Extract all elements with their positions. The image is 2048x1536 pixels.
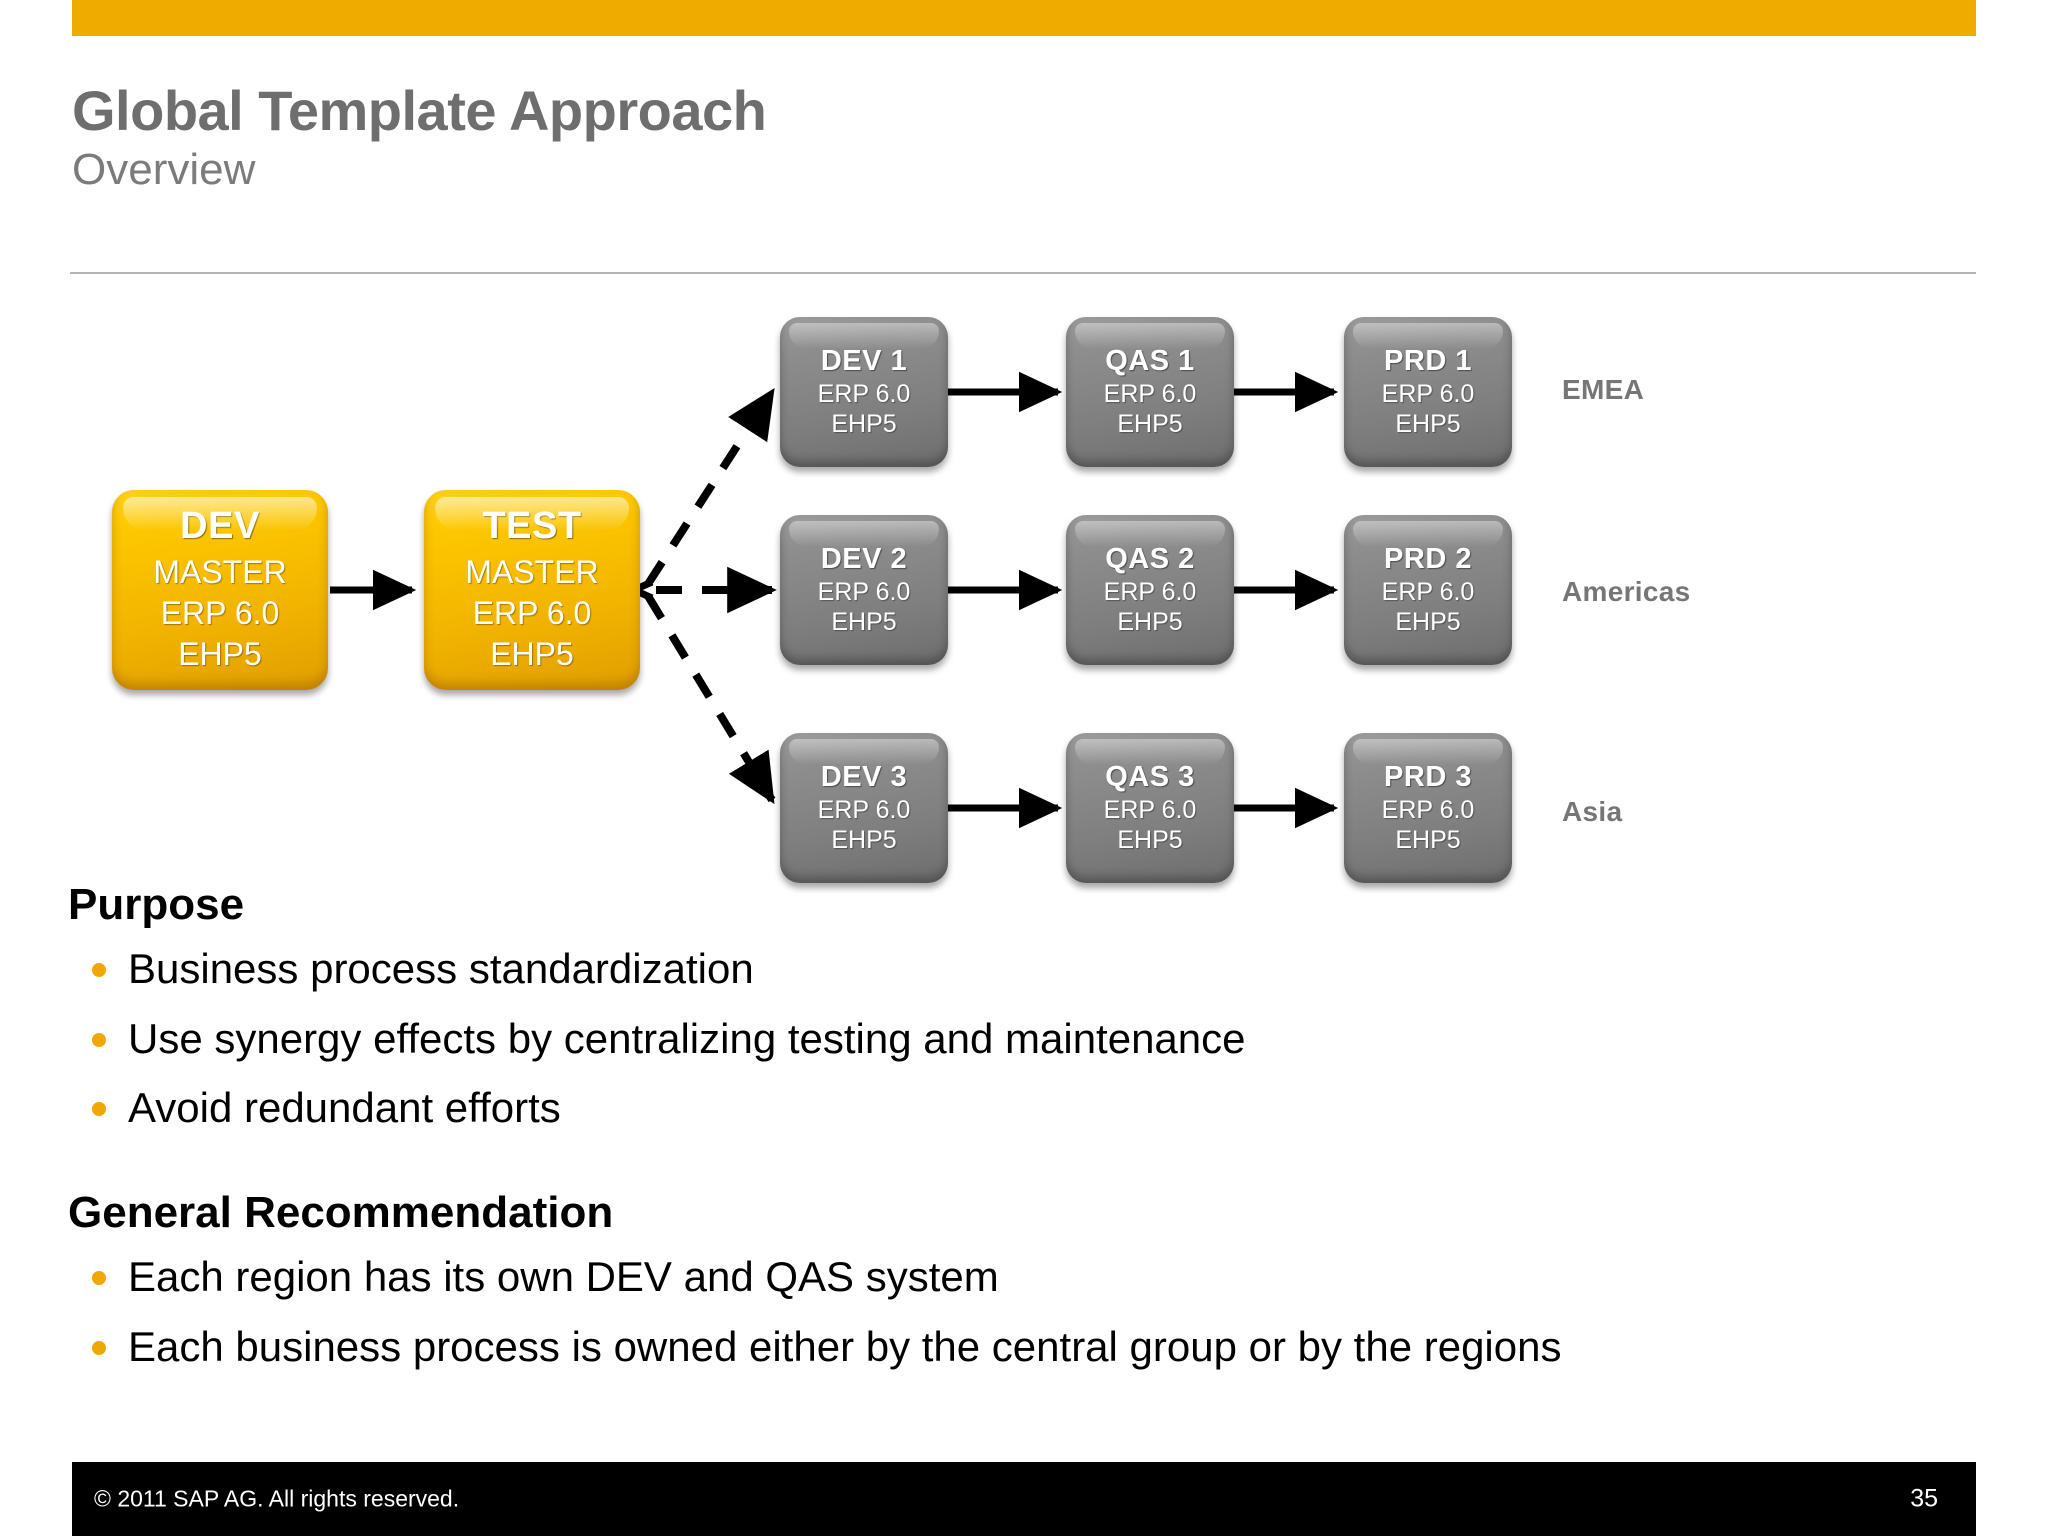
node-title: PRD 2 xyxy=(1384,542,1472,575)
node-line2: ERP 6.0 xyxy=(1381,379,1475,408)
bullet-text: Each business process is owned either by… xyxy=(128,1322,1562,1370)
node-qas-3[interactable]: QAS 3 ERP 6.0 EHP5 xyxy=(1066,733,1234,883)
node-prd-2[interactable]: PRD 2 ERP 6.0 EHP5 xyxy=(1344,515,1512,665)
bullet-text: Business process standardization xyxy=(128,945,754,992)
section-heading: Purpose xyxy=(68,880,245,929)
page-number: 35 xyxy=(1910,1484,1938,1513)
node-title: DEV xyxy=(180,505,260,548)
node-line2: ERP 6.0 xyxy=(1103,795,1197,824)
node-line3: EHP5 xyxy=(1395,608,1461,636)
list-item: Use synergy effects by centralizing test… xyxy=(68,1014,1918,1064)
list-item: Each business process is owned either by… xyxy=(68,1322,1918,1372)
title-block: Global Template Approach Overview xyxy=(72,79,1872,195)
node-title: DEV 3 xyxy=(820,760,908,793)
node-line2: ERP 6.0 xyxy=(1381,577,1475,606)
bullet-text: Avoid redundant efforts xyxy=(128,1084,561,1132)
node-line2: ERP 6.0 xyxy=(817,379,911,408)
node-title: TEST xyxy=(482,505,582,548)
node-dev-2[interactable]: DEV 2 ERP 6.0 EHP5 xyxy=(780,515,948,665)
node-title: QAS 2 xyxy=(1105,542,1195,575)
bullet-dot-icon xyxy=(92,1340,106,1355)
node-line2: ERP 6.0 xyxy=(817,795,911,824)
node-title: PRD 1 xyxy=(1384,344,1472,377)
node-prd-3[interactable]: PRD 3 ERP 6.0 EHP5 xyxy=(1344,733,1512,883)
node-line3: EHP5 xyxy=(1395,410,1461,438)
node-line3: EHP5 xyxy=(1117,410,1183,438)
page-subtitle: Overview xyxy=(72,145,256,195)
list-item: Each region has its own DEV and QAS syst… xyxy=(68,1252,1918,1302)
node-line4: EHP5 xyxy=(490,635,574,672)
node-line2: MASTER xyxy=(465,554,599,591)
node-line3: EHP5 xyxy=(1117,826,1183,854)
copyright-text: © 2011 SAP AG. All rights reserved. xyxy=(94,1485,460,1512)
node-line3: ERP 6.0 xyxy=(472,595,592,632)
region-label-americas: Americas xyxy=(1562,576,1691,607)
page-title: Global Template Approach xyxy=(72,79,767,142)
node-line2: ERP 6.0 xyxy=(1381,795,1475,824)
node-title: QAS 3 xyxy=(1105,760,1195,793)
region-label-emea: EMEA xyxy=(1562,374,1645,405)
node-line3: EHP5 xyxy=(1395,826,1461,854)
node-line2: MASTER xyxy=(153,554,287,591)
node-line2: ERP 6.0 xyxy=(1103,379,1197,408)
node-title: PRD 3 xyxy=(1384,760,1472,793)
bullet-text: Each region has its own DEV and QAS syst… xyxy=(128,1253,999,1300)
bullet-dot-icon xyxy=(92,1102,106,1117)
node-line3: ERP 6.0 xyxy=(160,595,280,632)
node-title: QAS 1 xyxy=(1105,344,1195,377)
node-line3: EHP5 xyxy=(1117,608,1183,636)
list-item: Avoid redundant efforts xyxy=(68,1083,1918,1133)
node-line3: EHP5 xyxy=(831,608,897,636)
node-qas-1[interactable]: QAS 1 ERP 6.0 EHP5 xyxy=(1066,317,1234,467)
node-line3: EHP5 xyxy=(831,826,897,854)
bullet-text: Use synergy effects by centralizing test… xyxy=(128,1014,1246,1062)
footer-bar: © 2011 SAP AG. All rights reserved. 35 xyxy=(72,1462,1976,1536)
bullet-dot-icon xyxy=(92,963,106,977)
node-test-master[interactable]: TEST MASTER ERP 6.0 EHP5 xyxy=(424,490,640,690)
node-line2: ERP 6.0 xyxy=(817,577,911,606)
list-item: Business process standardization xyxy=(68,944,1918,994)
node-prd-1[interactable]: PRD 1 ERP 6.0 EHP5 xyxy=(1344,317,1512,467)
node-line3: EHP5 xyxy=(831,410,897,438)
region-label-asia: Asia xyxy=(1562,796,1623,827)
bullet-dot-icon xyxy=(92,1032,106,1047)
node-line2: ERP 6.0 xyxy=(1103,577,1197,606)
node-line4: EHP5 xyxy=(178,635,262,672)
node-title: DEV 1 xyxy=(820,344,908,377)
node-qas-2[interactable]: QAS 2 ERP 6.0 EHP5 xyxy=(1066,515,1234,665)
section-purpose: Purpose Business process standardization… xyxy=(68,880,1918,1153)
title-divider xyxy=(70,272,1976,274)
section-heading: General Recommendation xyxy=(68,1188,614,1237)
node-dev-master[interactable]: DEV MASTER ERP 6.0 EHP5 xyxy=(112,490,328,690)
node-dev-3[interactable]: DEV 3 ERP 6.0 EHP5 xyxy=(780,733,948,883)
bullet-dot-icon xyxy=(92,1271,106,1285)
top-accent-bar xyxy=(72,0,1976,36)
section-general-recommendation: General Recommendation Each region has i… xyxy=(68,1188,1918,1391)
node-dev-1[interactable]: DEV 1 ERP 6.0 EHP5 xyxy=(780,317,948,467)
node-title: DEV 2 xyxy=(820,542,908,575)
